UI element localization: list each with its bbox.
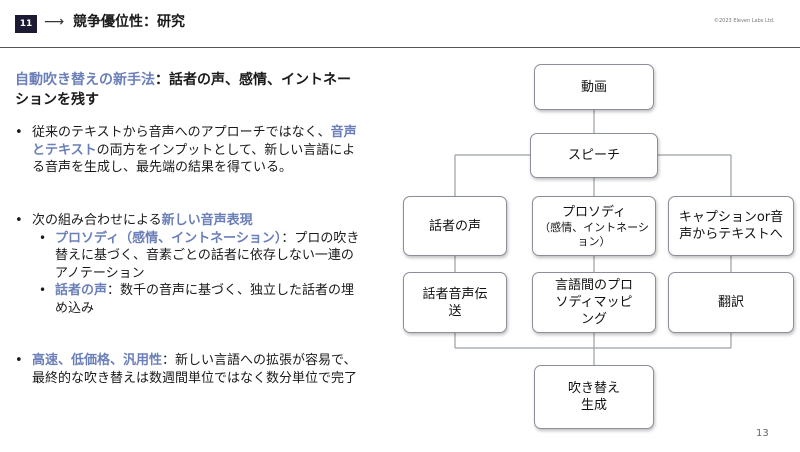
flow-box-translation: 翻訳	[668, 272, 794, 333]
bullet-highlight: 高速、低価格、汎用性	[32, 353, 163, 368]
bullet-text: 従来のテキストから音声へのアプローチではなく、音声とテキストの両方をインプットと…	[15, 124, 365, 177]
bullet-highlight: 音声とテキスト	[32, 125, 357, 158]
sub-bullet-dot-icon: •	[39, 283, 47, 297]
lead-statement: 自動吹き替えの新手法：話者の声、感情、イントネーションを残す	[15, 70, 360, 110]
bullet-text-part: 次の組み合わせによる	[32, 213, 162, 228]
flow-label: 話者の声	[428, 218, 481, 234]
page-title: 競争優位性：研究	[73, 14, 185, 30]
bullet-text: 次の組み合わせによる新しい音声表現	[15, 212, 365, 230]
flow-sublabel: （感情、イントネーション）	[539, 220, 649, 248]
bullet-dot-icon: •	[15, 213, 23, 228]
section-number-badge: 11	[15, 15, 37, 33]
flow-label: 吹き替え生成	[567, 381, 620, 413]
flow-box-dub: 吹き替え生成	[534, 365, 654, 429]
flow-box-video: 動画	[534, 64, 654, 110]
header-divider	[0, 47, 800, 48]
sub-bullet-highlight: プロソディ（感情、イントネーション）	[55, 230, 282, 246]
bullet-text-part: の両方をインプットとして、新しい言語による音声を生成し、最先端の結果を得ている。	[32, 142, 356, 176]
bullet-approach: • 従来のテキストから音声へのアプローチではなく、音声とテキストの両方をインプッ…	[15, 124, 365, 177]
sub-bullet-prosody: • プロソディ（感情、イントネーション）：プロの吹き替えに基づく、音素ごとの話者…	[15, 230, 365, 283]
flow-box-voice-transfer: 話者音声伝送	[403, 272, 507, 333]
flow-label: スピーチ	[567, 148, 620, 163]
bullet-benefits: • 高速、低価格、汎用性：新しい言語への拡張が容易で、最終的な吹き替えは数週間単…	[15, 352, 365, 387]
flow-box-caption: キャプションor音声からテキストへ	[668, 196, 794, 256]
sub-bullet-speaker: • 話者の声：数千の音声に基づく、独立した話者の埋め込み	[15, 282, 365, 317]
sub-bullet-text: ：プロの吹き替えに基づく、音素ごとの話者に依存しない一連のアノテーション	[55, 230, 360, 281]
lead-rest: ：話者の声、感情、イントネーションを残す	[15, 72, 351, 108]
flow-label: キャプションor音声からテキストへ	[678, 210, 784, 242]
lead-highlight: 自動吹き替えの新手法	[15, 72, 155, 88]
flow-box-speech: スピーチ	[530, 133, 658, 178]
flow-label: 翻訳	[717, 295, 744, 310]
flow-label: プロソディ	[561, 204, 627, 220]
flow-box-prosody: プロソディ （感情、イントネーション）	[532, 196, 656, 256]
sub-bullet-highlight: 話者の声	[55, 283, 108, 298]
bullet-dot-icon: •	[15, 353, 23, 368]
flow-box-speaker-voice: 話者の声	[403, 196, 507, 256]
copyright-notice: ©2023 Eleven Labs Ltd.	[714, 18, 775, 24]
bullet-representation: • 次の組み合わせによる新しい音声表現 • プロソディ（感情、イントネーション）…	[15, 212, 365, 317]
bullet-highlight: 新しい音声表現	[161, 213, 253, 228]
bullet-dot-icon: •	[15, 125, 23, 140]
flow-box-prosody-mapping: 言語間のプロソディマッピング	[532, 272, 656, 333]
bullet-text: 高速、低価格、汎用性：新しい言語への拡張が容易で、最終的な吹き替えは数週間単位で…	[15, 352, 365, 387]
bullet-text-part: 従来のテキストから音声へのアプローチではなく、	[32, 125, 331, 140]
flow-label: 言語間のプロソディマッピング	[554, 278, 633, 327]
sub-bullet-dot-icon: •	[39, 230, 47, 245]
page-number: 13	[756, 428, 769, 439]
flow-label: 動画	[580, 79, 607, 95]
flow-label: 話者音声伝送	[422, 286, 488, 319]
arrow-right-icon: ⟶	[44, 14, 65, 30]
bullet-text-part: ：新しい言語への拡張が容易で、最終的な吹き替えは数週間単位ではなく数分単位で完了	[32, 353, 358, 386]
sub-bullet-text: ：数千の音声に基づく、独立した話者の埋め込み	[55, 283, 355, 316]
